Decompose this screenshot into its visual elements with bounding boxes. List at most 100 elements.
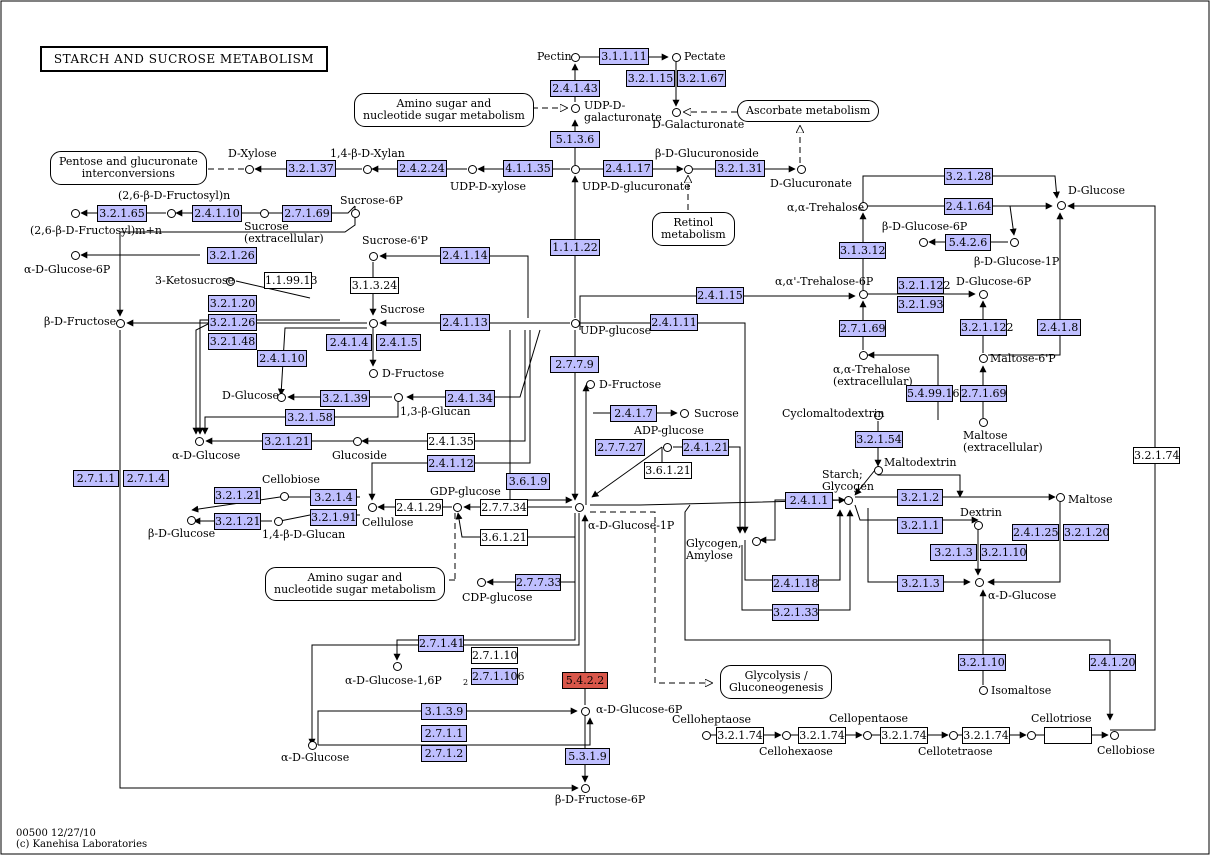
compound-node[interactable]: [671, 107, 681, 117]
enzyme-box[interactable]: 3.2.1.74: [798, 727, 846, 744]
enzyme-box[interactable]: 3.2.1.26: [208, 314, 257, 331]
enzyme-box[interactable]: 2.4.1.12: [427, 455, 475, 472]
compound-node[interactable]: [276, 392, 286, 402]
compound-node[interactable]: [570, 52, 580, 62]
compound-node[interactable]: [978, 685, 988, 695]
compound-node[interactable]: [862, 730, 872, 740]
enzyme-box[interactable]: 5.4.99.16: [906, 385, 960, 402]
enzyme-box[interactable]: 3.2.1.3: [930, 544, 977, 561]
compound-node[interactable]: [350, 208, 360, 218]
enzyme-box[interactable]: 3.2.1.65: [97, 205, 147, 222]
compound-node[interactable]: [570, 318, 580, 328]
compound-node[interactable]: [244, 164, 254, 174]
enzyme-box[interactable]: 2.4.1.18: [772, 575, 819, 592]
compound-node[interactable]: [662, 442, 672, 452]
compound-node[interactable]: [671, 52, 681, 62]
enzyme-box[interactable]: 2.7.1.69: [960, 385, 1007, 402]
enzyme-box[interactable]: 2.7.1.41: [418, 635, 465, 652]
enzyme-box[interactable]: 3.2.1.15: [626, 70, 675, 87]
compound-node[interactable]: [1009, 237, 1019, 247]
compound-node[interactable]: [978, 353, 988, 363]
enzyme-box[interactable]: 3.2.1.21: [262, 433, 312, 450]
compound-node[interactable]: [166, 208, 176, 218]
compound-node[interactable]: [307, 740, 317, 750]
compound-node[interactable]: [751, 536, 761, 546]
enzyme-box[interactable]: 2.4.1.11: [650, 314, 698, 331]
compound-node[interactable]: [858, 201, 868, 211]
compound-node[interactable]: [1109, 730, 1119, 740]
compound-node[interactable]: [368, 368, 378, 378]
enzyme-box[interactable]: 3.2.1.31: [715, 160, 765, 177]
compound-node[interactable]: [918, 237, 928, 247]
enzyme-box[interactable]: 3.1.1.11: [599, 48, 649, 65]
enzyme-box[interactable]: 2.7.1.69: [282, 205, 332, 222]
enzyme-box[interactable]: 2.4.1.17: [603, 160, 653, 177]
enzyme-box[interactable]: 4.1.1.35: [503, 160, 553, 177]
pathway-amino-sugar-bottom[interactable]: Amino sugar and nucleotide sugar metabol…: [265, 567, 445, 601]
enzyme-box[interactable]: 3.2.1.2: [897, 489, 943, 506]
enzyme-box[interactable]: 2.4.1.14: [440, 247, 490, 264]
compound-node[interactable]: [368, 251, 378, 261]
enzyme-box[interactable]: 2.7.1.106: [471, 668, 525, 685]
compound-node[interactable]: [1026, 730, 1036, 740]
compound-node[interactable]: [973, 520, 983, 530]
compound-node[interactable]: [1056, 200, 1066, 210]
compound-node[interactable]: [570, 164, 580, 174]
pathway-pentose-glucuronate[interactable]: Pentose and glucuronate interconversions: [50, 151, 207, 185]
enzyme-box[interactable]: 2.7.1.1: [73, 470, 119, 487]
compound-node[interactable]: [873, 410, 883, 420]
enzyme-box[interactable]: 3.2.1.74: [962, 727, 1010, 744]
enzyme-box[interactable]: 3.6.1.21: [644, 462, 692, 479]
compound-node[interactable]: [781, 730, 791, 740]
enzyme-box[interactable]: 3.2.1.26: [207, 247, 257, 264]
enzyme-box[interactable]: 2.4.1.20: [1089, 654, 1136, 671]
enzyme-box[interactable]: 2.4.1.10: [192, 205, 242, 222]
compound-node[interactable]: [279, 491, 289, 501]
compound-node[interactable]: [70, 208, 80, 218]
enzyme-box[interactable]: 2.4.1.21: [682, 439, 729, 456]
compound-node[interactable]: [858, 289, 868, 299]
enzyme-box[interactable]: 2.7.7.27: [595, 439, 645, 456]
enzyme-box[interactable]: 3.2.1.4: [310, 489, 357, 506]
enzyme-box[interactable]: 3.2.1.48: [208, 333, 257, 350]
compound-node[interactable]: [978, 289, 988, 299]
compound-node[interactable]: [70, 250, 80, 260]
enzyme-box[interactable]: 2.4.1.43: [550, 80, 600, 97]
enzyme-box[interactable]: 3.2.1.74: [716, 727, 764, 744]
enzyme-box[interactable]: 3.2.1.67: [677, 70, 726, 87]
enzyme-box[interactable]: 5.4.2.6: [945, 234, 991, 251]
compound-node[interactable]: [194, 436, 204, 446]
enzyme-box[interactable]: 2.4.1.1: [785, 492, 833, 509]
enzyme-box[interactable]: 3.1.3.9: [421, 703, 467, 720]
enzyme-box[interactable]: 2.4.1.64: [944, 198, 993, 215]
compound-node[interactable]: [393, 392, 403, 402]
compound-node[interactable]: [701, 730, 711, 740]
enzyme-box[interactable]: 1.1.99.13: [264, 272, 318, 289]
enzyme-box[interactable]: 2.4.1.29: [395, 499, 443, 516]
enzyme-box[interactable]: 3.2.1.93: [897, 296, 944, 313]
enzyme-box[interactable]: 3.2.1.20: [1063, 524, 1110, 541]
compound-node[interactable]: [873, 465, 883, 475]
compound-node[interactable]: [796, 164, 806, 174]
compound-node[interactable]: [273, 516, 283, 526]
compound-node[interactable]: [843, 495, 853, 505]
compound-node[interactable]: [574, 502, 584, 512]
compound-node[interactable]: [580, 706, 590, 716]
enzyme-box[interactable]: 3.2.1.21: [214, 513, 261, 530]
enzyme-box[interactable]: 3.2.1.10: [980, 544, 1027, 561]
compound-node[interactable]: [186, 515, 196, 525]
enzyme-box-highlighted[interactable]: 5.4.2.2: [562, 672, 608, 689]
enzyme-box[interactable]: 3.2.1.91: [310, 509, 357, 526]
enzyme-box[interactable]: 3.6.1.9: [506, 473, 550, 490]
compound-node[interactable]: [362, 164, 372, 174]
enzyme-box[interactable]: 3.2.1.122: [960, 319, 1014, 336]
enzyme-box[interactable]: 2.7.7.9: [550, 356, 599, 373]
compound-node[interactable]: [683, 164, 693, 174]
enzyme-box[interactable]: 2.7.1.2: [421, 745, 467, 762]
compound-node[interactable]: [476, 577, 486, 587]
pathway-ascorbate[interactable]: Ascorbate metabolism: [737, 100, 880, 122]
compound-node[interactable]: [368, 318, 378, 328]
compound-node[interactable]: [225, 276, 235, 286]
enzyme-box[interactable]: 3.2.1.54: [855, 431, 903, 448]
enzyme-box[interactable]: 2.7.1.69: [839, 320, 886, 337]
